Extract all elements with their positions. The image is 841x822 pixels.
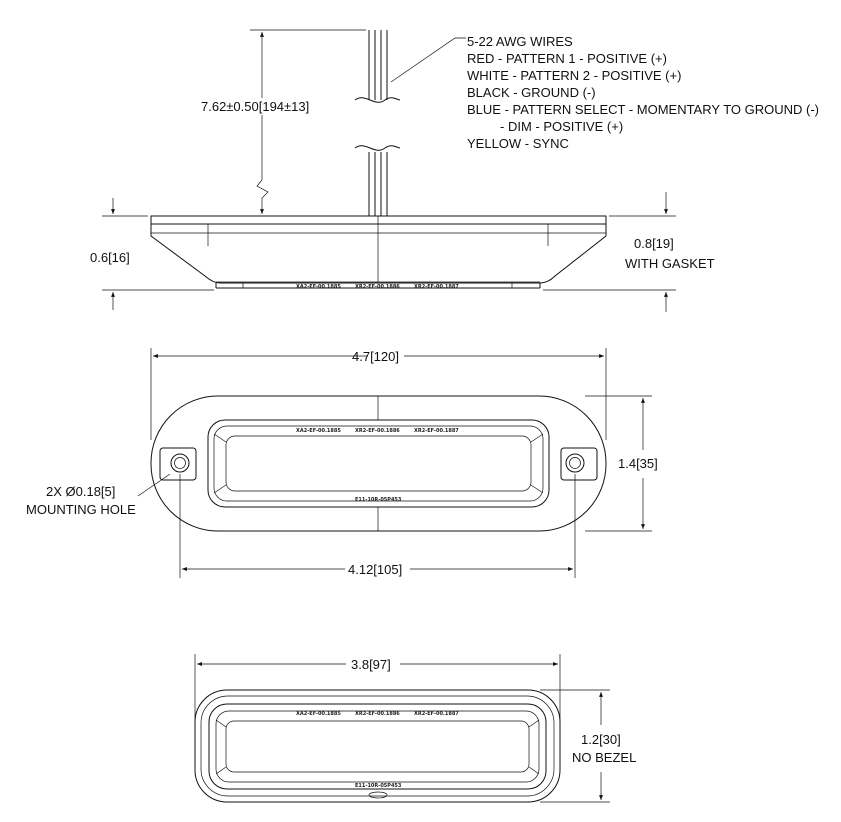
wire-note-line-1: 5-22 AWG WIRES xyxy=(467,34,573,49)
top-view: 4.7[120] XA2-EF-00.1885 XR2-EF-00.1886 X… xyxy=(26,348,658,578)
no-bezel-part-number-1: XA2-EF-00.1885 xyxy=(296,711,341,717)
no-bezel-part-number-2: XR2-EF-00.1886 xyxy=(355,711,400,717)
hole-spacing-label: 4.12[105] xyxy=(348,562,402,577)
housing-top-outline xyxy=(150,395,607,532)
no-bezel-part-number-3: XR2-EF-00.1887 xyxy=(414,711,459,717)
side-part-number-1: XA2-EF-00.1885 xyxy=(296,284,341,290)
wire-note-line-4: BLACK - GROUND (-) xyxy=(467,85,596,100)
top-width-label: 4.7[120] xyxy=(352,349,399,364)
side-part-number-2: XR2-EF-00.1886 xyxy=(355,284,400,290)
wire-note-line-7: YELLOW - SYNC xyxy=(467,136,569,151)
height-label-left: 0.6[16] xyxy=(90,250,130,265)
hole-spacing-dimension xyxy=(179,474,576,578)
height-gasket-note: WITH GASKET xyxy=(625,256,715,271)
no-bezel-width-label: 3.8[97] xyxy=(351,657,391,672)
no-bezel-serial: E11-10R-05P453 xyxy=(355,783,402,789)
wire-note-leader xyxy=(390,37,466,83)
wire-length-label: 7.62±0.50[194±13] xyxy=(201,99,309,114)
mounting-hole-note: MOUNTING HOLE xyxy=(26,502,136,517)
mounting-hole-left xyxy=(159,447,197,481)
mounting-hole-size-label: 2X Ø0.18[5] xyxy=(46,484,115,499)
top-part-number-2: XR2-EF-00.1886 xyxy=(355,428,400,434)
top-serial: E11-10R-05P453 xyxy=(355,497,402,503)
mounting-hole-right xyxy=(560,447,598,481)
housing-side-profile xyxy=(150,215,607,289)
top-height-dimension xyxy=(585,395,652,532)
wire-note-line-3: WHITE - PATTERN 2 - POSITIVE (+) xyxy=(467,68,681,83)
housing-no-bezel-outline xyxy=(194,689,561,803)
top-part-number-3: XR2-EF-00.1887 xyxy=(414,428,459,434)
mounting-hole-leader xyxy=(137,473,171,497)
height-dimension-right xyxy=(543,192,676,312)
wire-note-line-6: - DIM - POSITIVE (+) xyxy=(500,119,623,134)
wire-note-line-2: RED - PATTERN 1 - POSITIVE (+) xyxy=(467,51,667,66)
wire-bundle xyxy=(354,30,401,216)
wire-notes: 5-22 AWG WIRES RED - PATTERN 1 - POSITIV… xyxy=(467,34,819,151)
height-gasket-label: 0.8[19] xyxy=(634,236,674,251)
wire-note-line-5: BLUE - PATTERN SELECT - MOMENTARY TO GRO… xyxy=(467,102,819,117)
height-dimension-left xyxy=(102,198,214,310)
no-bezel-view: 3.8[97] XA2-EF-00.1885 XR2-EF-00.1886 XR… xyxy=(194,654,636,803)
no-bezel-height-dimension xyxy=(540,689,610,803)
top-part-number-1: XA2-EF-00.1885 xyxy=(296,428,341,434)
side-view: 7.62±0.50[194±13] XA2-EF-00.1885 XR2-EF-… xyxy=(90,29,715,312)
top-height-label: 1.4[35] xyxy=(618,456,658,471)
top-width-dimension xyxy=(150,348,607,440)
side-part-number-3: XR2-EF-00.1887 xyxy=(414,284,459,290)
no-bezel-height-label: 1.2[30] xyxy=(581,732,621,747)
wire-length-dimension xyxy=(200,29,366,214)
no-bezel-height-note: NO BEZEL xyxy=(572,750,636,765)
